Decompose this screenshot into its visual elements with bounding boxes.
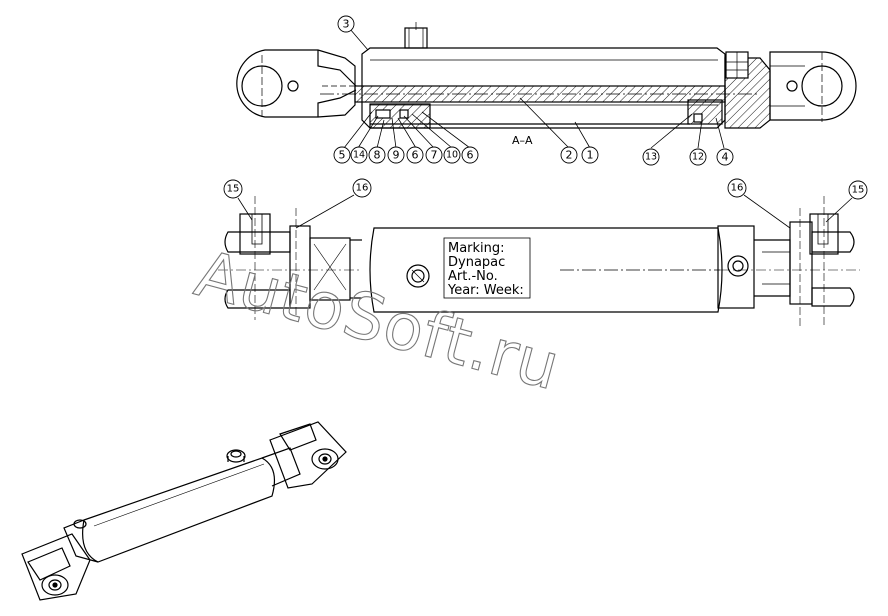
- balloon-13: 13: [642, 148, 660, 166]
- balloon-8: 8: [368, 146, 386, 164]
- svg-text:5: 5: [339, 149, 346, 162]
- balloon-2: 2: [560, 146, 578, 164]
- svg-text:9: 9: [393, 149, 400, 162]
- watermark: AutoSoft.ru: [187, 237, 568, 406]
- svg-text:10: 10: [446, 150, 458, 161]
- right-end-cap: [717, 225, 791, 309]
- svg-text:2: 2: [566, 149, 573, 162]
- watermark-text: AutoSoft.ru: [188, 237, 568, 405]
- balloon-6a: 6: [406, 146, 424, 164]
- side-view: [218, 196, 860, 326]
- svg-text:6: 6: [467, 149, 474, 162]
- balloon-16-left: 16: [352, 178, 372, 198]
- balloon-10: 10: [443, 146, 461, 164]
- svg-text:4: 4: [722, 151, 729, 164]
- svg-text:15: 15: [227, 184, 240, 195]
- balloon-7: 7: [425, 146, 443, 164]
- balloon-1: 1: [581, 146, 599, 164]
- balloons-side: 15 16 16 15: [223, 178, 868, 200]
- svg-text:16: 16: [731, 183, 744, 194]
- top-leaders: [343, 28, 725, 149]
- section-view: [236, 22, 857, 129]
- marking-box: Marking: Dynapac Art.-No. Year: Week:: [443, 237, 531, 299]
- iso-left-fork: [21, 519, 99, 601]
- right-clevis: [769, 51, 857, 122]
- iso-port: [226, 449, 246, 463]
- balloon-15-left: 15: [223, 179, 243, 199]
- balloon-4: 4: [716, 148, 734, 166]
- cylinder-barrel: [361, 47, 726, 129]
- svg-text:16: 16: [356, 183, 369, 194]
- svg-text:7: 7: [431, 149, 438, 162]
- svg-text:12: 12: [692, 152, 704, 163]
- svg-text:6: 6: [412, 149, 419, 162]
- svg-text:15: 15: [852, 185, 865, 196]
- balloons-top: 3 5 14 8 9 6 7 10 6 2 1 13 12 4: [333, 15, 734, 166]
- balloon-5: 5: [333, 146, 351, 164]
- marking-line-2: Dynapac: [448, 255, 505, 270]
- left-clevis: [236, 49, 357, 118]
- left-fork: [218, 196, 362, 320]
- svg-text:1: 1: [587, 149, 594, 162]
- right-fork: [720, 196, 860, 326]
- balloon-16-right: 16: [727, 178, 747, 198]
- oil-port: [404, 22, 428, 49]
- svg-text:8: 8: [374, 149, 381, 162]
- marking-line-4: Year: Week:: [447, 283, 524, 298]
- svg-text:13: 13: [645, 152, 657, 163]
- balloon-14: 14: [350, 146, 368, 164]
- marking-line-1: Marking:: [448, 241, 505, 256]
- section-label: A–A: [512, 134, 533, 147]
- side-port: [406, 264, 430, 288]
- side-barrel: [369, 227, 723, 313]
- balloon-3: 3: [337, 15, 355, 33]
- isometric-view: [21, 421, 347, 601]
- iso-right-fork: [261, 421, 347, 489]
- balloon-12: 12: [689, 148, 707, 166]
- marking-line-3: Art.-No.: [448, 269, 498, 284]
- balloon-9: 9: [387, 146, 405, 164]
- iso-barrel: [82, 457, 275, 563]
- balloon-6b: 6: [461, 146, 479, 164]
- svg-text:3: 3: [343, 18, 350, 31]
- side-leaders: [237, 194, 853, 229]
- svg-text:14: 14: [353, 150, 365, 161]
- balloon-15-right: 15: [848, 180, 868, 200]
